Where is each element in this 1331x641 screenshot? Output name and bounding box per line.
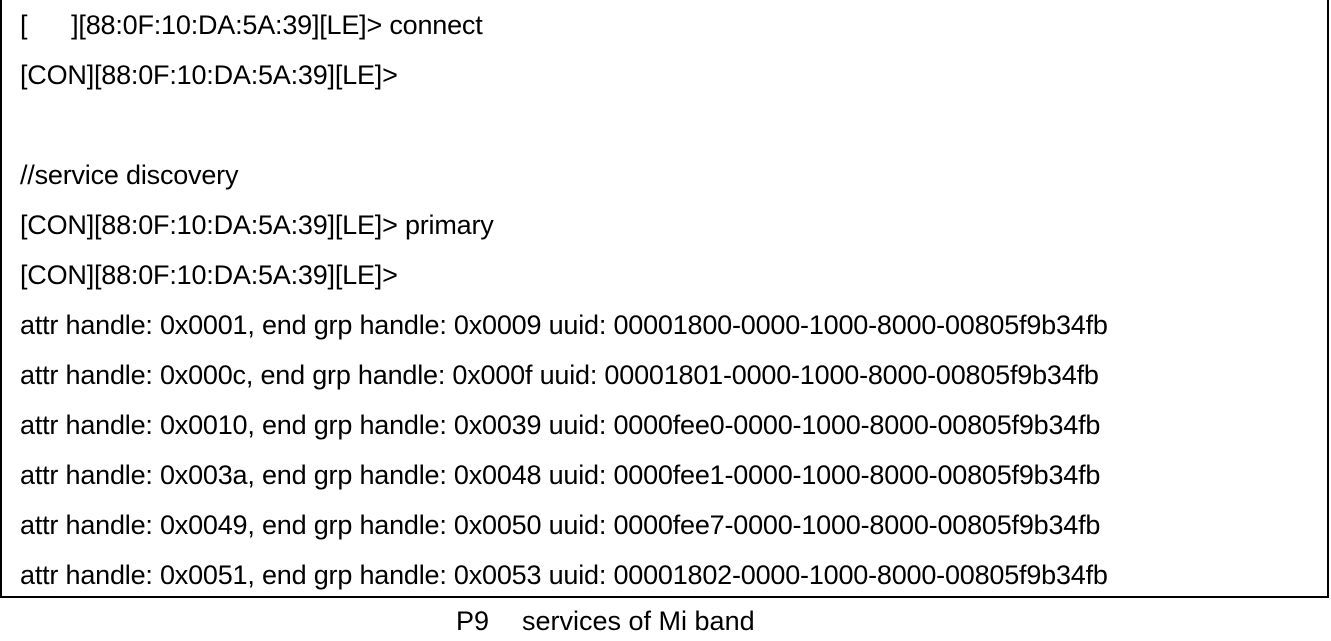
- service-entry: attr handle: 0x003a, end grp handle: 0x0…: [20, 460, 1101, 490]
- terminal-line-primary-command: [CON][88:0F:10:DA:5A:39][LE]> primary: [20, 210, 494, 240]
- figure-caption: P9 services of Mi band: [456, 601, 755, 641]
- service-entry: attr handle: 0x0001, end grp handle: 0x0…: [20, 310, 1108, 340]
- terminal-line-connected-prompt: [CON][88:0F:10:DA:5A:39][LE]>: [20, 60, 398, 90]
- terminal-line-comment: //service discovery: [20, 160, 239, 190]
- service-entry: attr handle: 0x0049, end grp handle: 0x0…: [20, 510, 1101, 540]
- figure-caption-text: services of Mi band: [522, 606, 755, 636]
- service-entry: attr handle: 0x0010, end grp handle: 0x0…: [20, 410, 1101, 440]
- terminal-line-blank: [20, 100, 1108, 150]
- terminal-line-prompt: [CON][88:0F:10:DA:5A:39][LE]>: [20, 260, 398, 290]
- terminal-lines: [ ][88:0F:10:DA:5A:39][LE]> connect [CON…: [20, 0, 1108, 600]
- terminal-line-connect-command: [ ][88:0F:10:DA:5A:39][LE]> connect: [20, 10, 483, 40]
- figure-number: P9: [456, 606, 490, 636]
- service-entry: attr handle: 0x0051, end grp handle: 0x0…: [20, 560, 1108, 590]
- service-entry: attr handle: 0x000c, end grp handle: 0x0…: [20, 360, 1099, 390]
- terminal-output-box: [ ][88:0F:10:DA:5A:39][LE]> connect [CON…: [0, 0, 1329, 598]
